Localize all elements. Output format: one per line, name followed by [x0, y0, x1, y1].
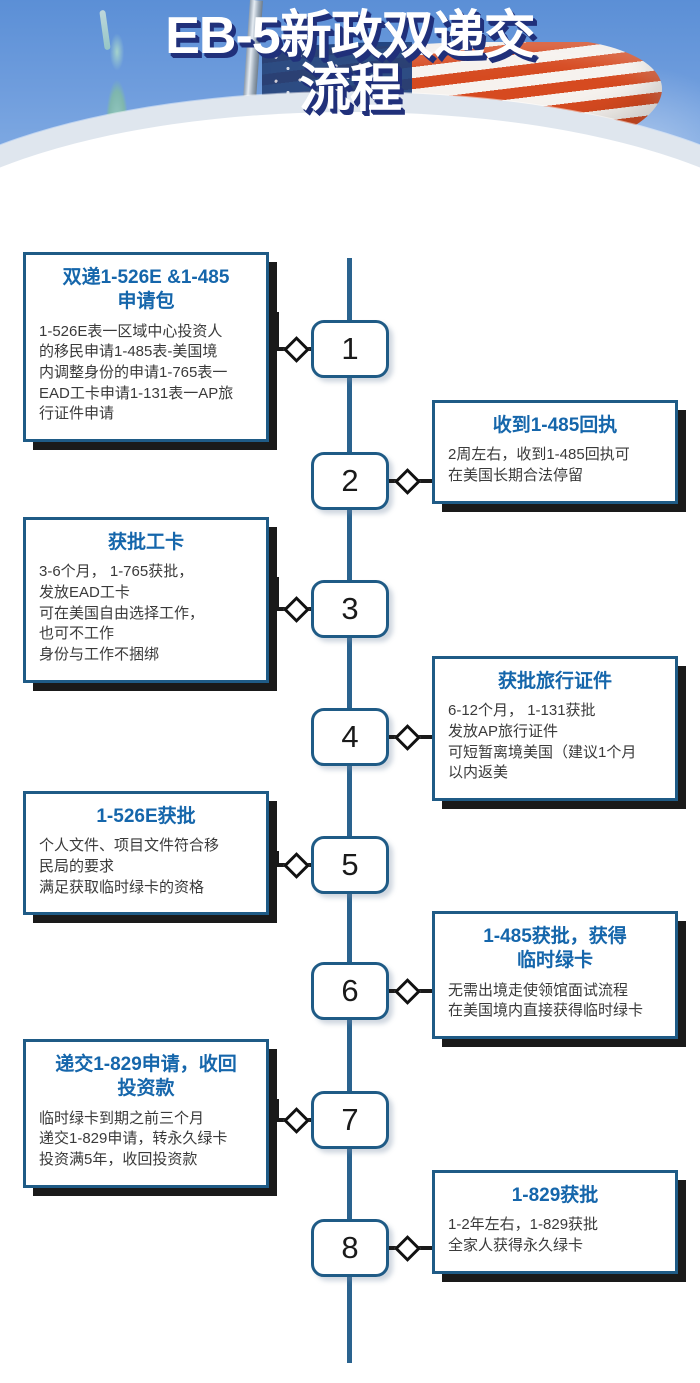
step-card-body-6: 无需出境走使领馆面试流程 在美国境内直接获得临时绿卡: [448, 981, 644, 1020]
step-number-badge-6[interactable]: 6: [311, 962, 389, 1020]
step-card-title-7: 递交1-829申请，收回 投资款: [55, 1054, 237, 1100]
step-number-badge-7[interactable]: 7: [311, 1091, 389, 1149]
step-card-title-4: 获批旅行证件: [497, 671, 612, 692]
timeline-vertical-line: [347, 258, 352, 1363]
page-title-line-1: EB-5新政双递交: [165, 7, 535, 65]
connector-elbow-1: [275, 312, 279, 349]
step-number-badge-5[interactable]: 5: [311, 836, 389, 894]
step-number-badge-8[interactable]: 8: [311, 1219, 389, 1277]
step-number-badge-4[interactable]: 4: [311, 708, 389, 766]
header-banner: EB-5新政双递交 流程: [0, 0, 700, 200]
connector-elbow-7: [275, 1099, 279, 1120]
step-card-7[interactable]: 递交1-829申请，收回 投资款临时绿卡到期之前三个月 递交1-829申请，转永…: [23, 1039, 269, 1188]
step-card-6[interactable]: 1-485获批，获得 临时绿卡无需出境走使领馆面试流程 在美国境内直接获得临时绿…: [432, 911, 678, 1039]
step-card-body-8: 1-2年左右，1-829获批 全家人获得永久绿卡: [448, 1216, 599, 1254]
connector-diamond-3: [283, 596, 310, 623]
connector-diamond-4: [394, 724, 421, 751]
page-title: EB-5新政双递交 流程: [0, 7, 700, 119]
step-card-4[interactable]: 获批旅行证件 6-12个月， 1-131获批 发放AP旅行证件 可短暂离境美国（建…: [432, 656, 678, 802]
step-card-body-5: 个人文件、项目文件符合移 民局的要求 满足获取临时绿卡的资格: [39, 837, 220, 896]
step-card-title-2: 收到1-485回执: [492, 415, 618, 436]
step-card-body-4: 6-12个月， 1-131获批 发放AP旅行证件 可短暂离境美国（建议1个月 以…: [448, 702, 637, 782]
connector-elbow-3: [275, 577, 279, 609]
step-card-5[interactable]: 1-526E获批个人文件、项目文件符合移 民局的要求 满足获取临时绿卡的资格: [23, 791, 269, 916]
step-card-3[interactable]: 获批工卡 3-6个月， 1-765获批， 发放EAD工卡 可在美国自由选择工作， …: [23, 517, 269, 683]
step-number-badge-1[interactable]: 1: [311, 320, 389, 378]
step-card-8[interactable]: 1-829获批 1-2年左右，1-829获批 全家人获得永久绿卡: [432, 1170, 678, 1274]
connector-elbow-5: [275, 851, 279, 865]
step-card-title-3: 获批工卡: [107, 532, 184, 553]
connector-diamond-5: [283, 852, 310, 879]
page-title-line-2: 流程: [298, 60, 402, 119]
step-card-body-7: 临时绿卡到期之前三个月 递交1-829申请，转永久绿卡 投资满5年，收回投资款: [39, 1109, 228, 1168]
step-card-title-6: 1-485获批，获得 临时绿卡: [483, 926, 627, 972]
connector-diamond-7: [283, 1107, 310, 1134]
connector-diamond-2: [394, 468, 421, 495]
step-card-2[interactable]: 收到1-485回执 2周左右，收到1-485回执可 在美国长期合法停留: [432, 400, 678, 504]
step-card-body-1: 1-526E表一区域中心投资人 的移民申请1-485表-美国境 内调整身份的申请…: [39, 322, 234, 423]
step-number-badge-2[interactable]: 2: [311, 452, 389, 510]
step-card-body-3: 3-6个月， 1-765获批， 发放EAD工卡 可在美国自由选择工作， 也可不工…: [39, 563, 205, 664]
connector-diamond-1: [283, 336, 310, 363]
connector-diamond-6: [394, 978, 421, 1005]
step-card-body-2: 2周左右，收到1-485回执可 在美国长期合法停留: [448, 446, 630, 484]
step-card-title-5: 1-526E获批: [96, 806, 196, 827]
step-card-title-1: 双递1-526E &1-485 申请包: [62, 267, 230, 313]
connector-diamond-8: [394, 1235, 421, 1262]
step-number-badge-3[interactable]: 3: [311, 580, 389, 638]
step-card-1[interactable]: 双递1-526E &1-485 申请包 1-526E表一区域中心投资人 的移民申请…: [23, 252, 269, 443]
step-card-title-8: 1-829获批: [511, 1185, 599, 1206]
